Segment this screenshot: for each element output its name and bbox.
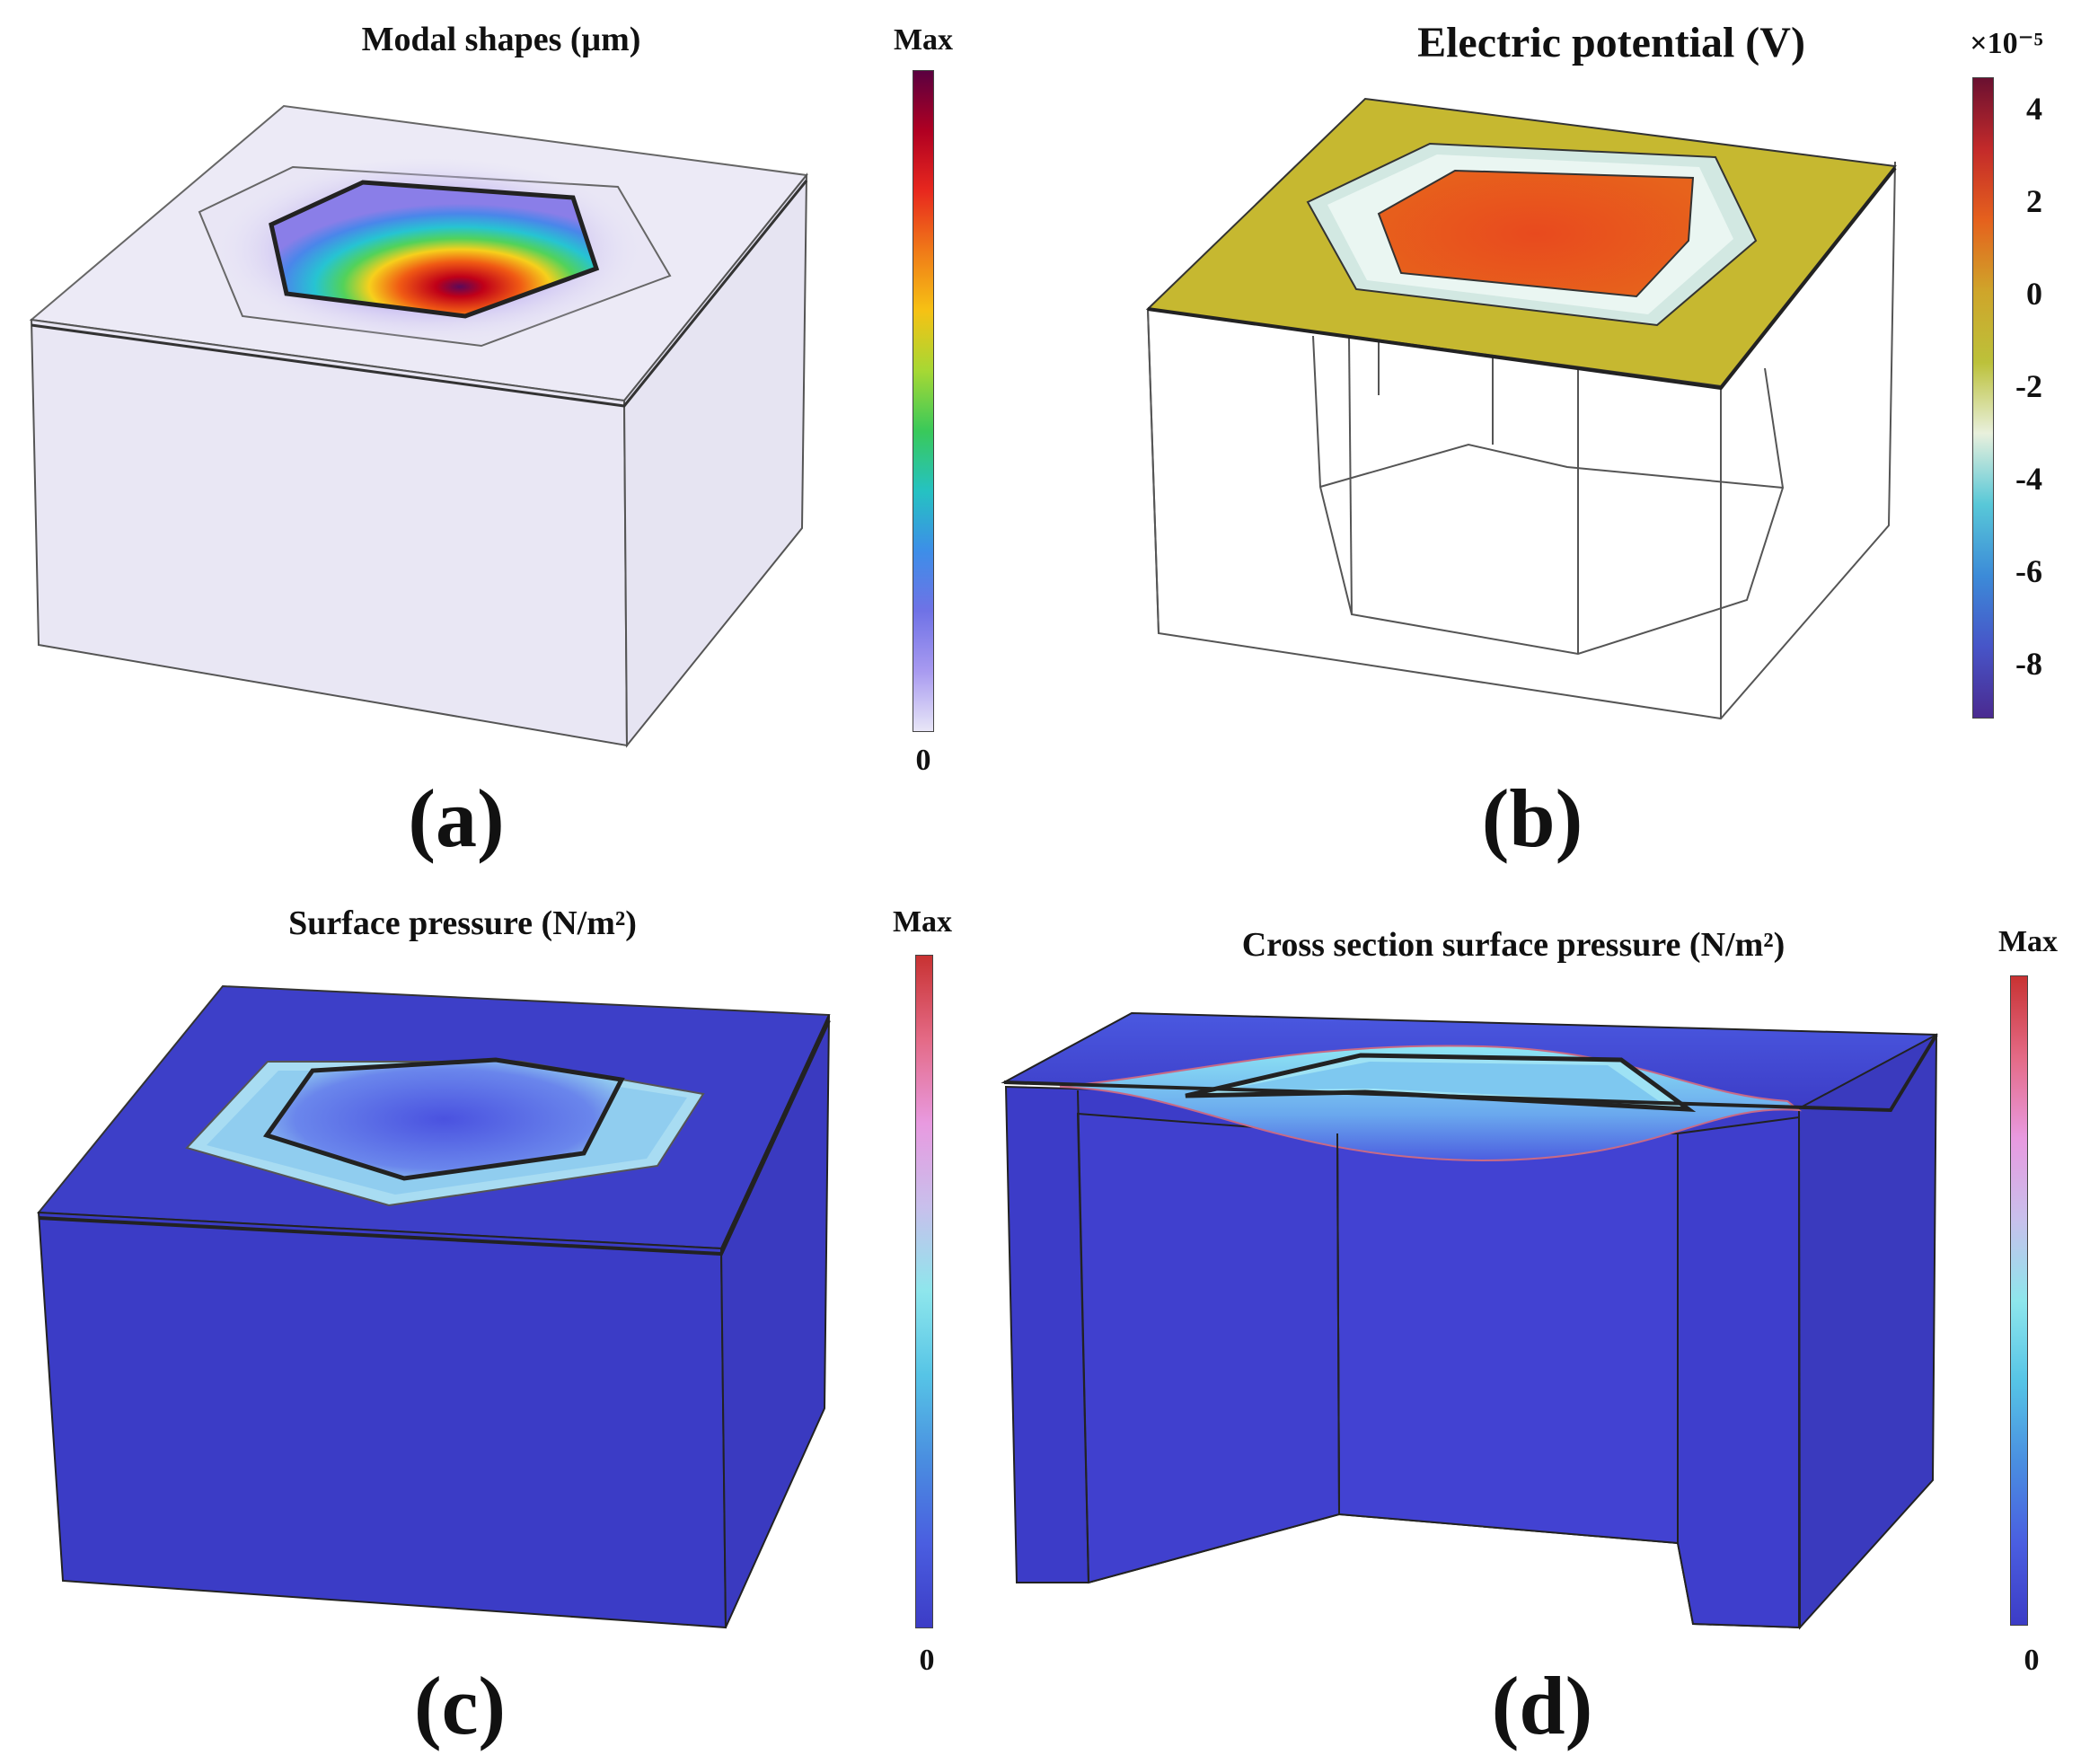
panel-c-title: Surface pressure (N/m²)	[288, 904, 637, 942]
d-cavity-right	[1677, 1116, 1800, 1629]
d-top-hexagon-inner	[1221, 1062, 1662, 1103]
panel-c-label: (c)	[413, 1660, 507, 1751]
colorbar-b	[1972, 77, 1994, 719]
b-inner-hexagon	[1377, 169, 1695, 298]
panel-d-title: Cross section surface pressure (N/m²)	[1241, 926, 1786, 964]
panel-d-label: (d)	[1491, 1660, 1593, 1751]
b-wireframe	[1147, 161, 1896, 720]
panel-a-label: (a)	[408, 772, 505, 864]
panel-d-model	[1001, 1011, 1938, 1630]
panel-b-label: (b)	[1481, 772, 1583, 864]
d-cavity-left	[1076, 1112, 1341, 1584]
d-cavity-back	[1336, 1133, 1679, 1545]
colorbar-c-max: Max	[892, 905, 953, 939]
c-left-face	[37, 1211, 727, 1629]
a-right-face	[622, 172, 808, 748]
colorbar-b-tick-label: -4	[2015, 461, 2042, 497]
colorbar-b-tick-label: 4	[2026, 91, 2042, 127]
colorbar-b-tick-label: -8	[2015, 646, 2042, 682]
colorbar-d-max: Max	[1997, 925, 2059, 958]
colorbar-d	[2010, 975, 2028, 1626]
c-layer-line	[38, 1019, 831, 1257]
colorbar-a	[913, 70, 934, 732]
colorbar-a-min: 0	[915, 744, 931, 777]
d-top-edge	[1003, 1033, 1938, 1113]
colorbar-b-multiplier: ×10⁻⁵	[1970, 27, 2043, 60]
panel-a-model	[29, 104, 808, 748]
colorbar-a-max: Max	[893, 23, 954, 57]
a-layer-line	[31, 180, 808, 408]
panel-c-model	[36, 984, 831, 1629]
a-mode-shape	[269, 180, 600, 319]
panel-b-title: Electric potential (V)	[1417, 19, 1805, 66]
colorbar-b-tick-label: -6	[2015, 553, 2042, 589]
panel-a-title: Modal shapes (μm)	[361, 21, 641, 58]
colorbar-c	[915, 955, 933, 1628]
colorbar-b-tick-label: -2	[2015, 368, 2042, 404]
colorbar-c-min: 0	[919, 1644, 935, 1677]
colorbar-b-tick-label: 0	[2026, 276, 2042, 312]
c-right-face	[719, 1014, 830, 1628]
c-inner-hexagon	[262, 1057, 625, 1181]
panel-b-model	[1145, 97, 1897, 720]
colorbar-d-min: 0	[2024, 1644, 2040, 1677]
d-right-face	[1797, 1033, 1938, 1630]
b-plate-edge	[1147, 166, 1897, 391]
colorbar-b-tick-label: 2	[2026, 183, 2042, 219]
